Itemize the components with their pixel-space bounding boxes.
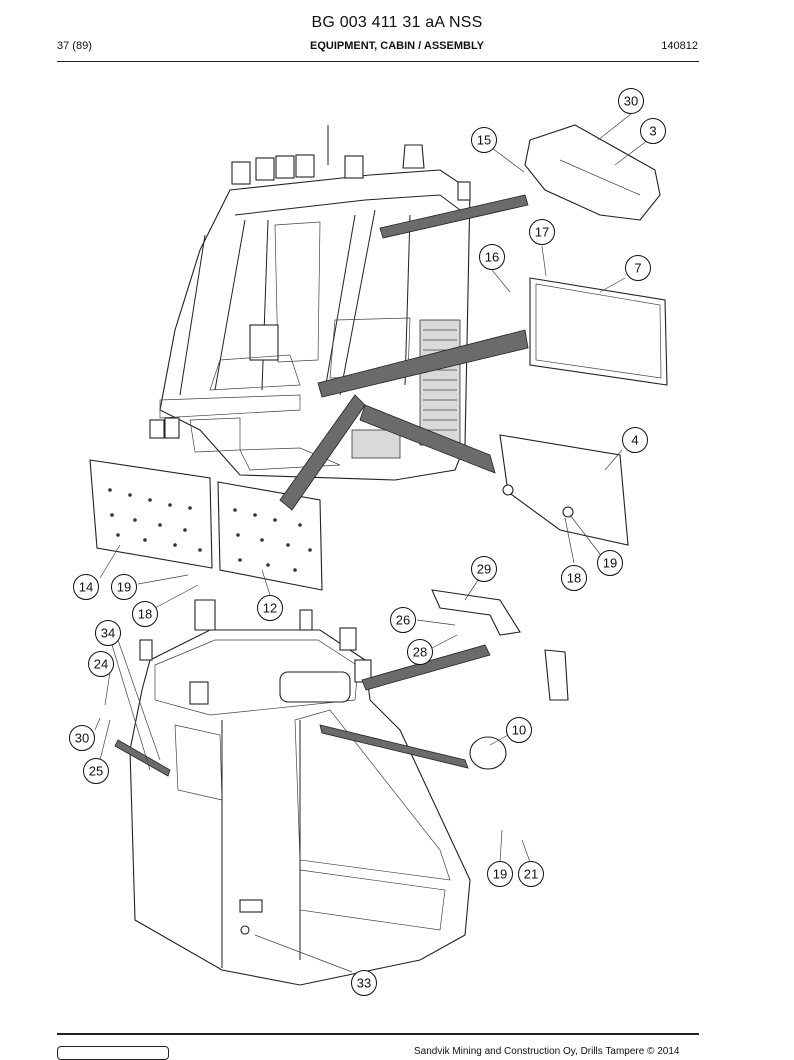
callout-label: 4 bbox=[631, 433, 638, 448]
callout-label: 10 bbox=[512, 723, 526, 738]
leader-lines bbox=[94, 113, 653, 973]
page-number: 37 (89) bbox=[57, 40, 92, 52]
callout-19: 19 bbox=[111, 574, 137, 600]
lower-cabin-shell bbox=[129, 599, 507, 986]
callout-label: 19 bbox=[493, 867, 507, 882]
callout-label: 14 bbox=[79, 580, 93, 595]
callout-25: 25 bbox=[83, 758, 109, 784]
callouts: 30 3 15 17 16 7 4 19 18 14 19 18 12 29 2… bbox=[69, 88, 666, 996]
callout-30: 30 bbox=[618, 88, 644, 114]
date-code: 140812 bbox=[661, 40, 698, 52]
callout-label: 19 bbox=[603, 556, 617, 571]
callout-label: 17 bbox=[535, 225, 549, 240]
callout-label: 25 bbox=[89, 764, 103, 779]
callout-label: 30 bbox=[75, 731, 89, 746]
callout-16: 16 bbox=[479, 244, 505, 270]
document-title: BG 003 411 31 aA NSS bbox=[311, 14, 483, 31]
company-logo bbox=[57, 1046, 169, 1060]
callout-10: 10 bbox=[506, 717, 532, 743]
callout-label: 28 bbox=[413, 645, 427, 660]
callout-15: 15 bbox=[471, 127, 497, 153]
callout-17: 17 bbox=[529, 219, 555, 245]
upper-cabin-frame bbox=[149, 125, 471, 481]
callout-label: 19 bbox=[117, 580, 131, 595]
callout-33: 33 bbox=[351, 970, 377, 996]
callout-label: 21 bbox=[524, 867, 538, 882]
callout-label: 15 bbox=[477, 133, 491, 148]
callout-18: 18 bbox=[561, 565, 587, 591]
footer-rule bbox=[57, 1033, 699, 1035]
callout-label: 34 bbox=[101, 626, 115, 641]
callout-4: 4 bbox=[622, 427, 648, 453]
callout-label: 16 bbox=[485, 250, 499, 265]
callout-3: 3 bbox=[640, 118, 666, 144]
routing-bands bbox=[114, 194, 529, 777]
callout-34: 34 bbox=[95, 620, 121, 646]
callout-29: 29 bbox=[471, 556, 497, 582]
callout-label: 33 bbox=[357, 976, 371, 991]
floor-plates bbox=[89, 459, 323, 591]
callout-30: 30 bbox=[69, 725, 95, 751]
header-rule bbox=[57, 61, 699, 62]
footer-copyright: Sandvik Mining and Construction Oy, Dril… bbox=[414, 1046, 680, 1057]
callout-label: 12 bbox=[263, 601, 277, 616]
callout-label: 24 bbox=[94, 657, 108, 672]
callout-14: 14 bbox=[73, 574, 99, 600]
callout-18: 18 bbox=[132, 601, 158, 627]
callout-label: 3 bbox=[649, 124, 656, 139]
callout-label: 18 bbox=[567, 571, 581, 586]
callout-label: 29 bbox=[477, 562, 491, 577]
callout-21: 21 bbox=[518, 861, 544, 887]
callout-label: 26 bbox=[396, 613, 410, 628]
callout-24: 24 bbox=[88, 651, 114, 677]
callout-label: 30 bbox=[624, 94, 638, 109]
callout-12: 12 bbox=[257, 595, 283, 621]
callout-label: 7 bbox=[634, 261, 641, 276]
callout-7: 7 bbox=[625, 255, 651, 281]
section-title: EQUIPMENT, CABIN / ASSEMBLY bbox=[310, 40, 484, 52]
callout-19: 19 bbox=[487, 861, 513, 887]
exploded-parts-right bbox=[431, 124, 668, 701]
callout-label: 18 bbox=[138, 607, 152, 622]
callout-28: 28 bbox=[407, 639, 433, 665]
callout-26: 26 bbox=[390, 607, 416, 633]
callout-19: 19 bbox=[597, 550, 623, 576]
